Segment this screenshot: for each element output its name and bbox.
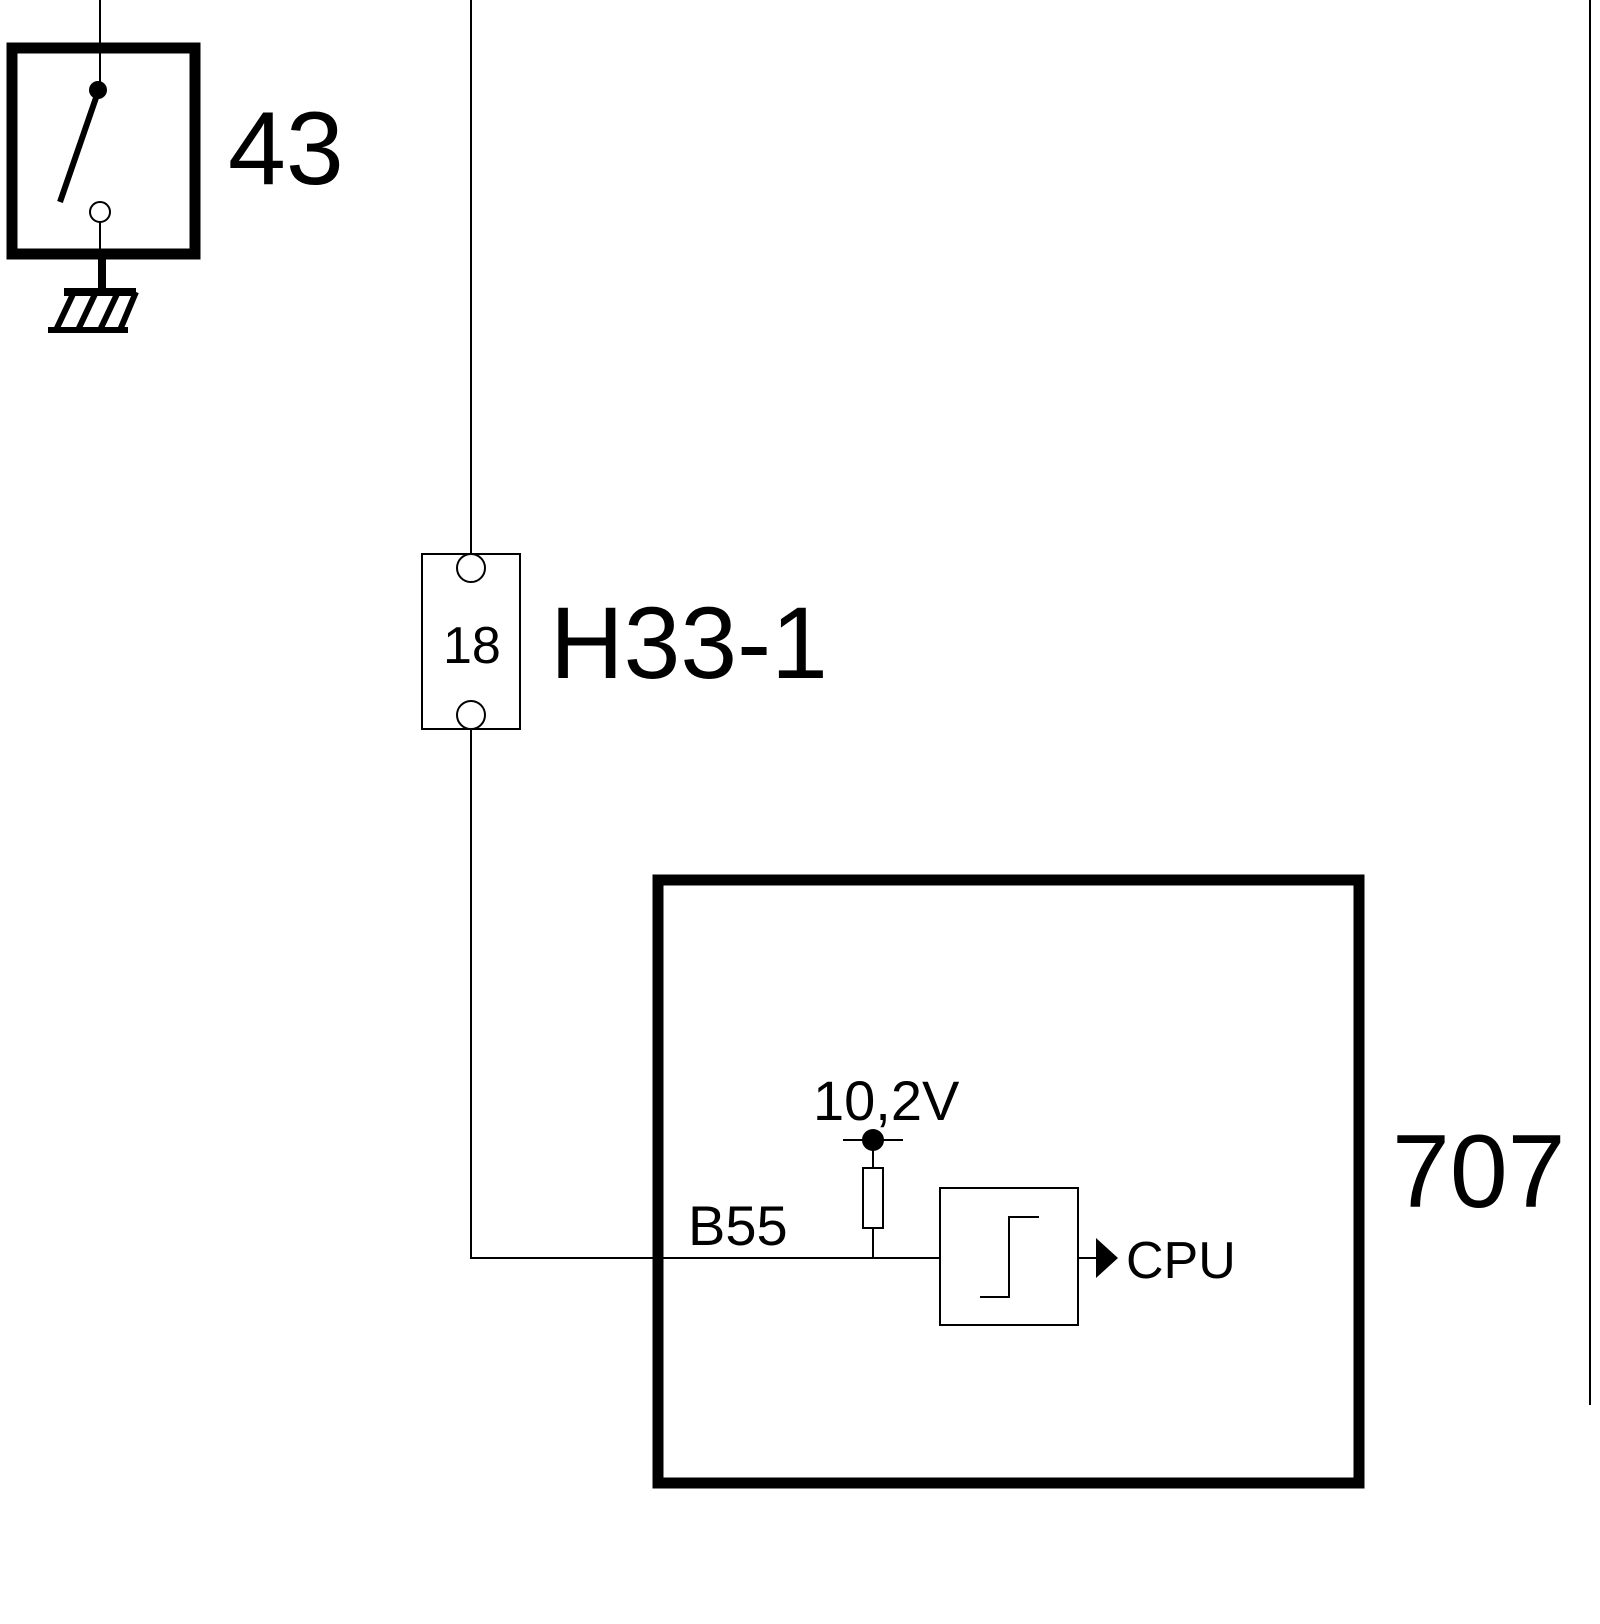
ecu-label: 707 (1392, 1114, 1566, 1230)
resistor-icon (862, 1140, 884, 1258)
switch-label: 43 (228, 91, 344, 207)
connector-pin-number: 18 (443, 617, 501, 675)
connector-pin-top (456, 553, 486, 583)
switch-box (6, 42, 201, 260)
signal-label: B55 (688, 1194, 788, 1257)
ecu-box (652, 874, 1365, 1489)
voltage-label: 10,2V (813, 1069, 960, 1132)
arrow-right-icon (1096, 1238, 1118, 1278)
connector-component: 18 H33-1 (421, 0, 828, 1259)
junction-dot-icon (843, 1129, 903, 1151)
connector-pin-bottom (456, 700, 486, 730)
ecu-component: 707 B55 10,2V CPU (652, 874, 1566, 1489)
step-comparator-icon (939, 1187, 1079, 1326)
connector-label: H33-1 (550, 586, 828, 700)
ground-icon (48, 254, 139, 333)
switch-icon (57, 81, 111, 223)
cpu-label: CPU (1126, 1232, 1236, 1290)
connector-to-ecu-wire (470, 729, 658, 1259)
switch-component: 43 (6, 0, 344, 333)
